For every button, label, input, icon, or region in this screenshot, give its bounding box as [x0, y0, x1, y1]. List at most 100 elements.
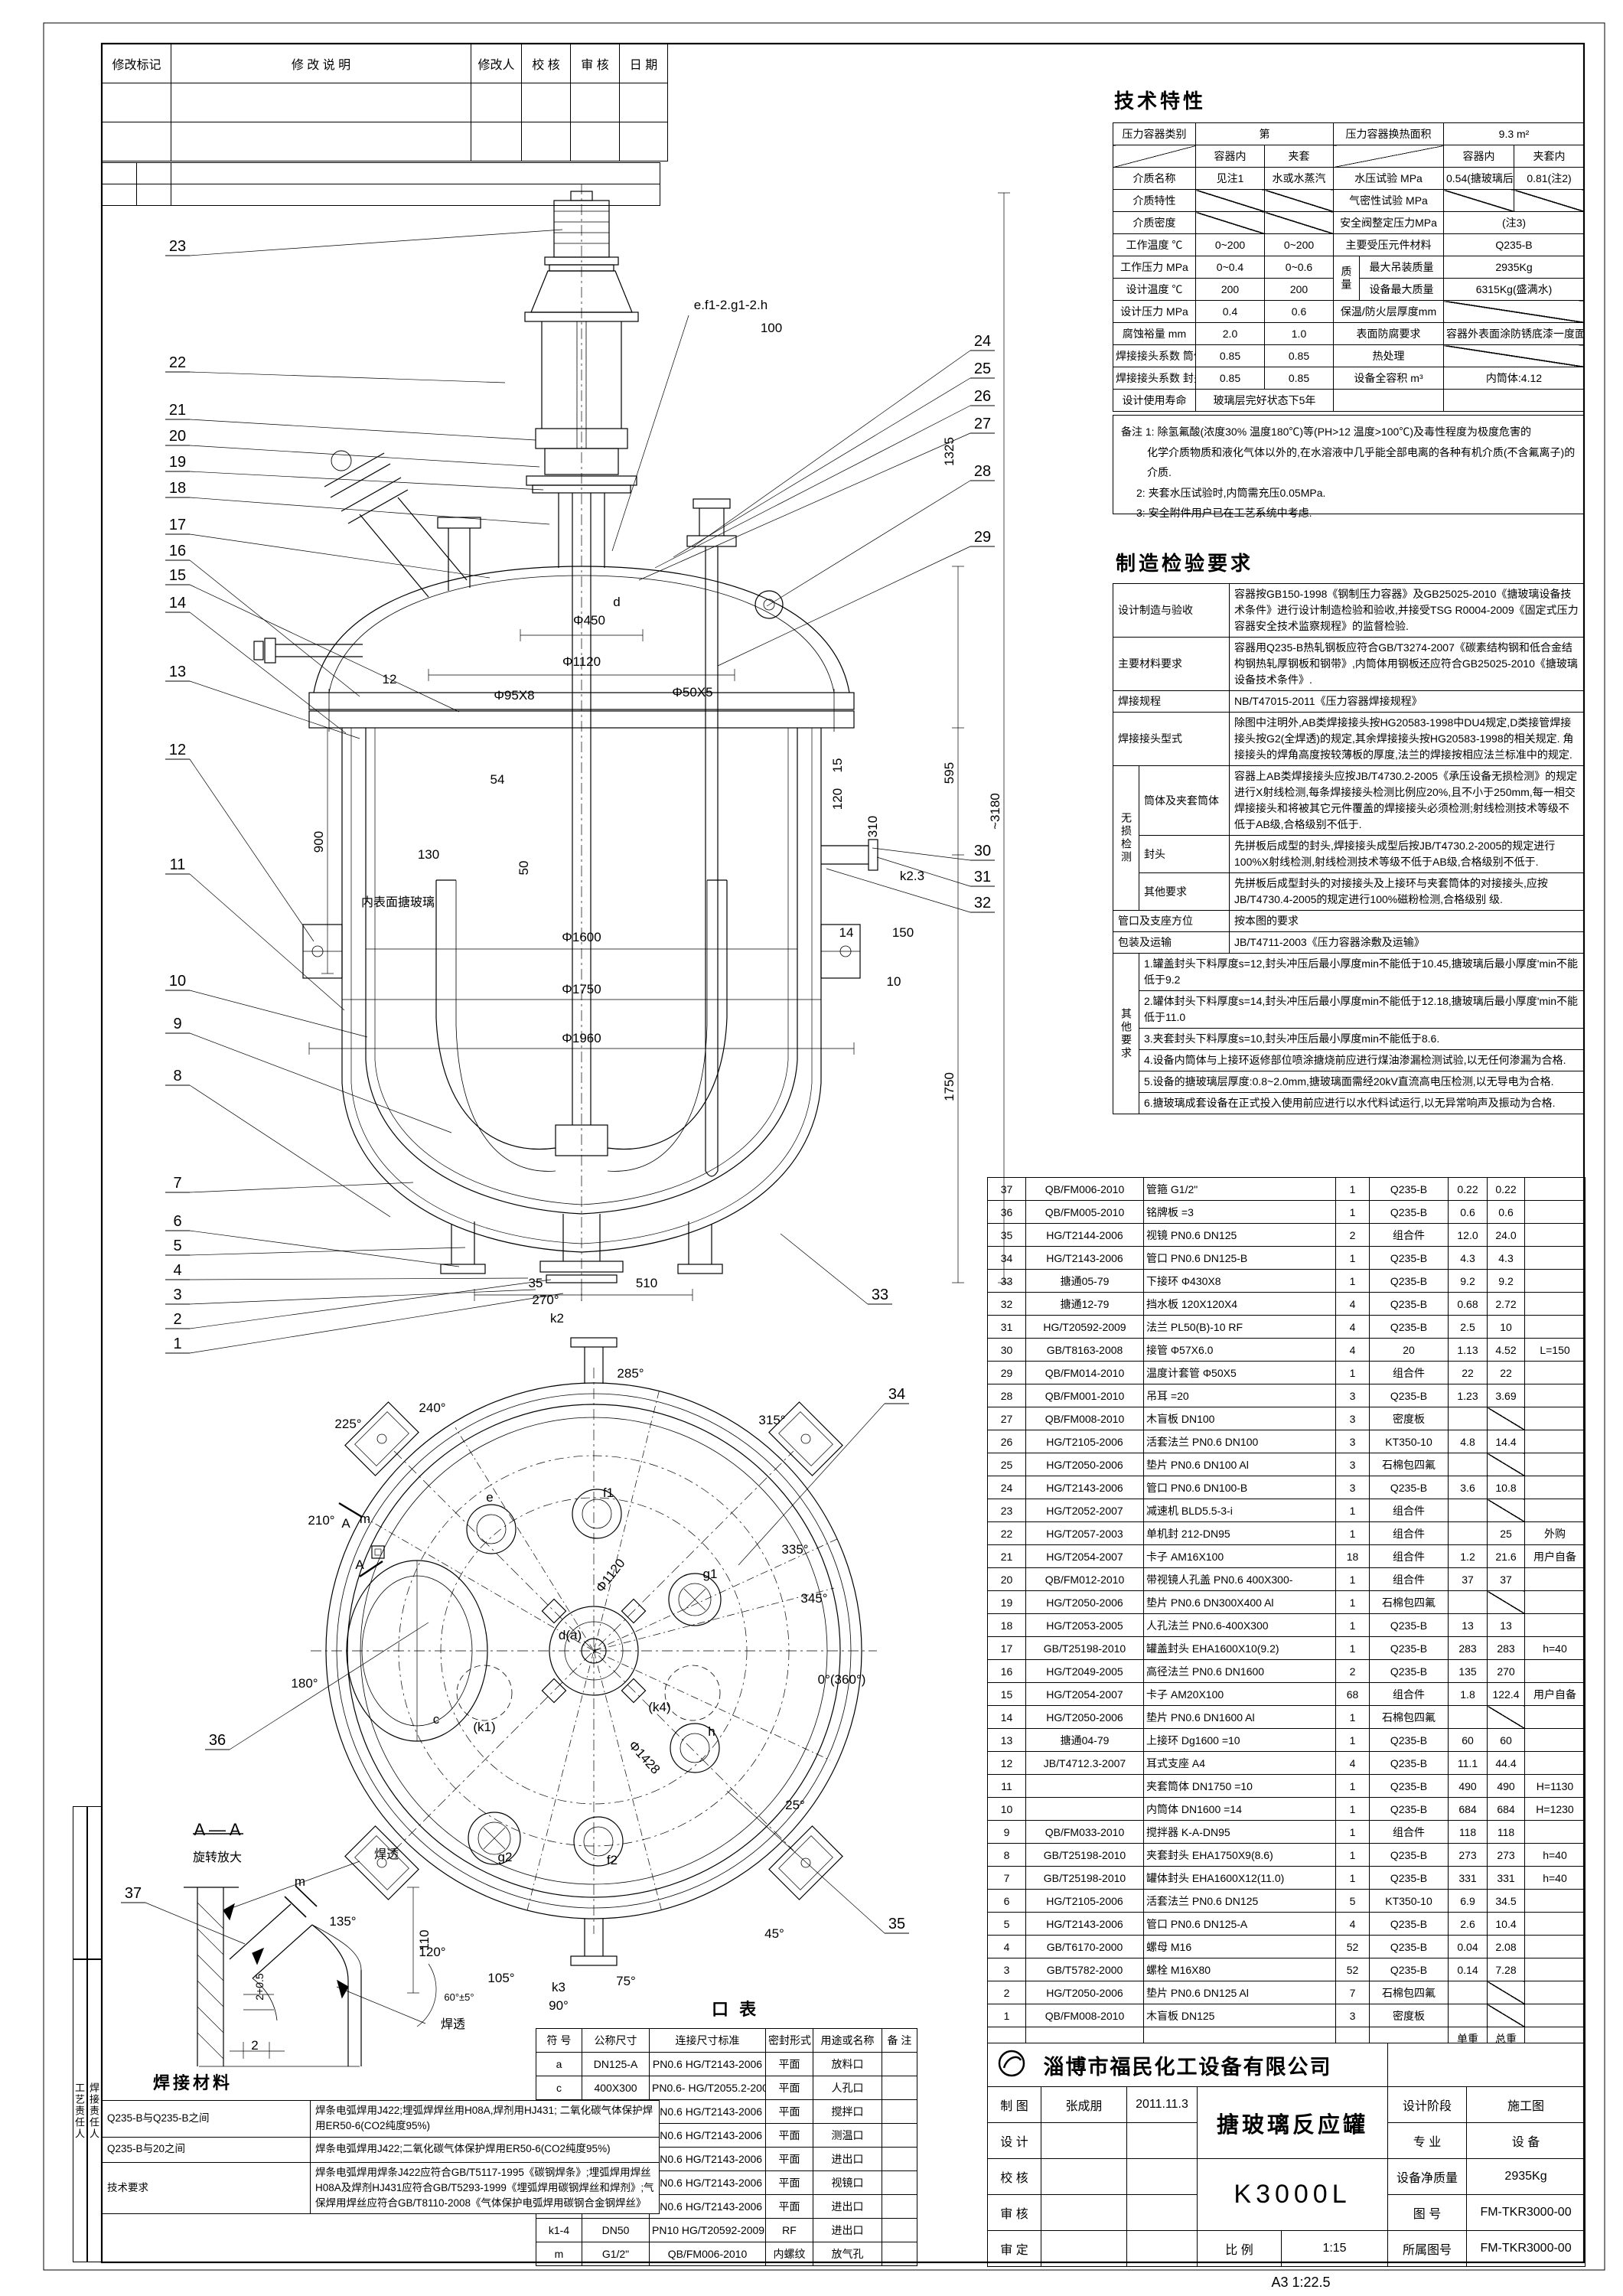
cell: HG/T2057-2003	[1025, 1521, 1144, 1545]
cell	[171, 122, 472, 161]
cell: 0~200	[1264, 233, 1334, 256]
cell	[619, 122, 669, 161]
cell: G1/2"	[582, 2242, 650, 2266]
cell: 6.搪玻璃成套设备在正式投入使用前应进行以水代料试运行,以无异常响声及振动为合格…	[1139, 1092, 1585, 1114]
cell: 工作温度 ℃	[1113, 233, 1196, 256]
cell: 修改人	[471, 44, 523, 83]
cell: 22	[987, 1521, 1026, 1545]
cell	[1195, 189, 1265, 212]
cell: GB/T6170-2000	[1025, 1935, 1144, 1958]
cell: 热处理	[1333, 344, 1444, 367]
drawing-label: ~3180	[988, 793, 1002, 830]
cell: 耳式支座 A4	[1143, 1751, 1336, 1775]
cell: 石棉包四氟	[1369, 1453, 1449, 1476]
cell: 32	[987, 1292, 1026, 1316]
cell: 夹套内	[1514, 145, 1585, 168]
cell	[882, 2242, 917, 2266]
cell: 0~200	[1195, 233, 1265, 256]
cell	[1448, 1521, 1488, 1545]
drawing-label: 0°(360°)	[818, 1672, 866, 1687]
cell	[521, 122, 572, 161]
item-balloon-number: 21	[169, 402, 186, 419]
drawing-label: 225°	[334, 1417, 361, 1431]
cell: 设计阶段	[1387, 2086, 1468, 2123]
cell: Q235-B	[1443, 233, 1585, 256]
cell: 主要材料要求	[1113, 637, 1230, 691]
cell: 25	[1487, 1521, 1525, 1545]
drawing-label: 焊透	[441, 2017, 465, 2031]
cell	[1524, 1751, 1586, 1775]
cell	[1113, 145, 1196, 168]
cell: 进出口	[813, 2147, 882, 2171]
cell: 1.2	[1448, 1544, 1488, 1568]
cell	[1126, 2158, 1198, 2195]
cell: 搅拌器 K-A-DN95	[1143, 1820, 1336, 1844]
cell: 200	[1264, 278, 1334, 301]
cell: 管口 PN0.6 DN125-B	[1143, 1246, 1336, 1270]
cell	[1524, 1590, 1586, 1614]
cell	[1524, 1981, 1586, 2004]
item-balloon-number: 2	[173, 1311, 181, 1328]
cell: 放气孔	[813, 2242, 882, 2266]
cell: 10	[987, 1797, 1026, 1821]
cell: 介质名称	[1113, 167, 1196, 190]
cell: 比 例	[1197, 2230, 1282, 2267]
cell	[101, 83, 172, 122]
cell: 0.22	[1487, 1177, 1525, 1201]
drawing-label: g2	[498, 1850, 513, 1864]
cell: 19	[987, 1590, 1026, 1614]
item-balloon-number: 12	[169, 742, 186, 758]
cell	[171, 184, 660, 206]
cell: 专 业	[1387, 2122, 1468, 2159]
cell: Q235-B	[1369, 1476, 1449, 1499]
item-balloon-number: 26	[974, 388, 991, 405]
cell: 1	[1335, 1521, 1370, 1545]
cell: 玻璃层完好状态下5年	[1195, 389, 1334, 412]
cell: 20	[1369, 1338, 1449, 1362]
cell: 罐体封头 EHA1600X12(11.0)	[1143, 1866, 1336, 1890]
drawing-label: Φ1600	[562, 930, 601, 944]
drawing-label: 130	[418, 847, 439, 862]
cell: 进出口	[813, 2218, 882, 2242]
cell	[1524, 1613, 1586, 1637]
cell: 13	[987, 1728, 1026, 1752]
cell: PN0.6 HG/T2143-2006	[649, 2052, 766, 2076]
cell: 管箍 G1/2"	[1143, 1177, 1336, 1201]
cell: 水压试验 MPa	[1333, 167, 1444, 190]
cell: KT350-10	[1369, 1889, 1449, 1913]
cell: 0.81(注2)	[1514, 167, 1585, 190]
cell: 0~0.4	[1195, 256, 1265, 279]
cell: 331	[1448, 1866, 1488, 1890]
cell: 1	[1335, 1177, 1370, 1201]
cell: 1	[1335, 1797, 1370, 1821]
cell: HG/T2053-2005	[1025, 1613, 1144, 1637]
cell: 0.22	[1448, 1177, 1488, 1201]
cell	[882, 2123, 917, 2148]
cell: 684	[1448, 1797, 1488, 1821]
nozzle-table-title: 口 表	[712, 2000, 760, 2019]
cell: 3	[1335, 2004, 1370, 2027]
cell: 2.6	[1448, 1912, 1488, 1936]
item-balloon-number: 35	[888, 1916, 905, 1932]
cell: 进出口	[813, 2194, 882, 2219]
cell: 0.85	[1264, 344, 1334, 367]
cell: 18	[987, 1613, 1026, 1637]
drawing-label: (k1)	[473, 1720, 495, 1734]
cell: 介质特性	[1113, 189, 1196, 212]
drawing-label: 90°	[549, 1998, 569, 2013]
cell: a	[536, 2052, 582, 2076]
cell: 压力容器换热面积	[1333, 122, 1444, 145]
drawing-label: k2	[550, 1311, 564, 1326]
cell: 平面	[765, 2123, 813, 2148]
cell: 法兰 PL50(B)-10 RF	[1143, 1315, 1336, 1339]
cell: Q235-B与20之间	[102, 2136, 311, 2163]
cell: 卡子 AM20X100	[1143, 1682, 1336, 1706]
cell	[1126, 2122, 1198, 2159]
cell: QB/FM008-2010	[1025, 1407, 1144, 1430]
cell: 螺母 M16	[1143, 1935, 1336, 1958]
cell: 垫片 PN0.6 DN300X400 Al	[1143, 1590, 1336, 1614]
cell: 温度计套管 Φ50X5	[1143, 1361, 1336, 1384]
cell: 14.4	[1487, 1430, 1525, 1453]
drawing-label: (k4)	[648, 1700, 670, 1714]
